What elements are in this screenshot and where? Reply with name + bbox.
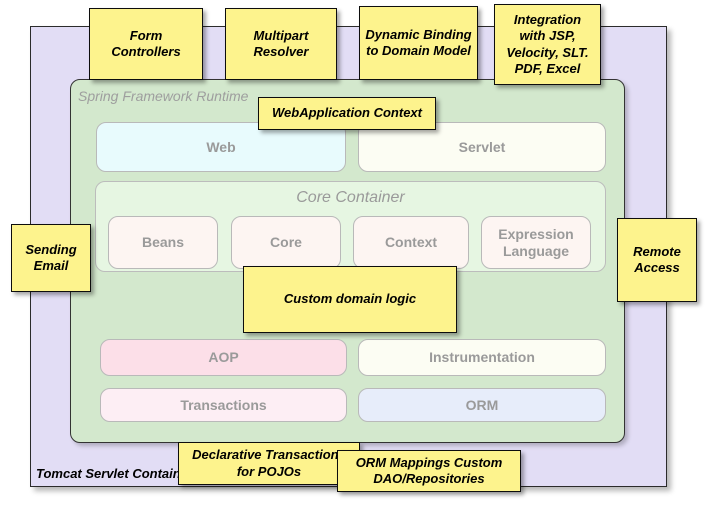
module-web: Web xyxy=(96,122,346,172)
module-aop: AOP xyxy=(100,339,347,376)
note-sending-email: Sending Email xyxy=(11,224,91,292)
note-custom-domain-logic: Custom domain logic xyxy=(243,266,457,333)
note-integration-with-jsp: Integration with JSP, Velocity, SLT. PDF… xyxy=(494,4,601,85)
module-context: Context xyxy=(353,216,469,269)
core-container-label: Core Container xyxy=(296,189,405,206)
note-webapplication-context: WebApplication Context xyxy=(258,97,436,130)
module-instrumentation: Instrumentation xyxy=(358,339,606,376)
note-form-controllers: Form Controllers xyxy=(89,8,203,80)
module-orm: ORM xyxy=(358,388,606,422)
note-orm-mappings-custom-dao-repositories: ORM Mappings Custom DAO/Repositories xyxy=(337,450,521,492)
module-expression-language: Expression Language xyxy=(481,216,591,269)
module-servlet: Servlet xyxy=(358,122,606,172)
spring-framework-runtime-label: Spring Framework Runtime xyxy=(78,88,249,104)
note-declarative-transactions-for-pojos: Declarative Transactions for POJOs xyxy=(178,442,360,485)
module-transactions: Transactions xyxy=(100,388,347,422)
tomcat-servlet-container-label: Tomcat Servlet Container xyxy=(36,466,194,481)
note-dynamic-binding-to-domain-model: Dynamic Binding to Domain Model xyxy=(359,6,478,80)
module-core: Core xyxy=(231,216,341,269)
module-beans: Beans xyxy=(108,216,218,269)
note-multipart-resolver: Multipart Resolver xyxy=(225,8,337,80)
note-remote-access: Remote Access xyxy=(617,218,697,302)
